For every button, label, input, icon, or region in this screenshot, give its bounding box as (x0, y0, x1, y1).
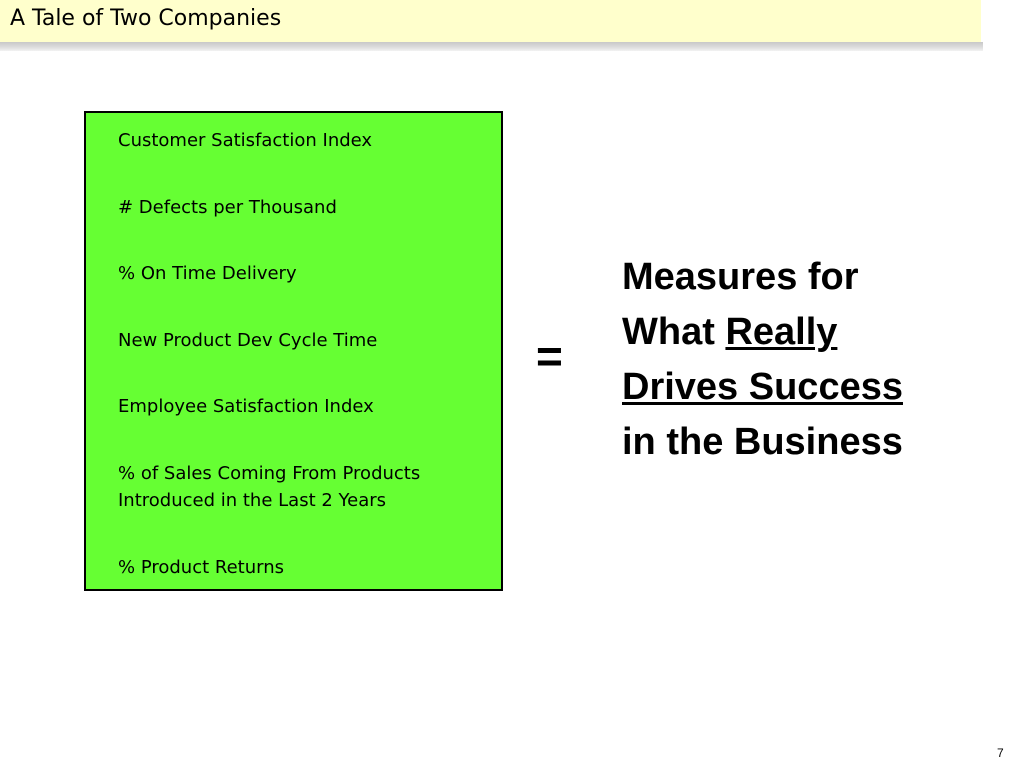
metric-item-employee-satisfaction: Employee Satisfaction Index (118, 396, 374, 417)
metric-item-sales-line-1: % of Sales Coming From Products (118, 463, 421, 484)
page-number: 7 (997, 746, 1004, 760)
conclusion-really: Really (725, 311, 838, 353)
title-bar-shadow (0, 42, 983, 51)
metric-item-on-time-delivery: % On Time Delivery (118, 263, 297, 284)
conclusion-line-2: What Really (622, 305, 982, 360)
conclusion-line-3: Drives Success (622, 366, 903, 408)
metric-item-defects-per-thousand: # Defects per Thousand (118, 197, 337, 218)
metric-item-sales-line-2: Introduced in the Last 2 Years (118, 490, 387, 511)
metric-item-sales-from-new-products: % of Sales Coming From Products Introduc… (118, 460, 488, 514)
slide-title-bar: A Tale of Two Companies (0, 0, 981, 42)
metrics-box: Customer Satisfaction Index # Defects pe… (84, 111, 503, 591)
conclusion-line-1: Measures for (622, 256, 859, 298)
equals-sign: = (536, 330, 563, 382)
conclusion-what: What (622, 311, 726, 353)
slide-title: A Tale of Two Companies (10, 6, 282, 31)
metric-item-customer-satisfaction: Customer Satisfaction Index (118, 130, 373, 151)
metric-item-product-dev-cycle-time: New Product Dev Cycle Time (118, 330, 378, 351)
conclusion-text: Measures for What Really Drives Success … (622, 250, 982, 470)
conclusion-line-4: in the Business (622, 421, 903, 463)
metric-item-product-returns: % Product Returns (118, 557, 284, 578)
